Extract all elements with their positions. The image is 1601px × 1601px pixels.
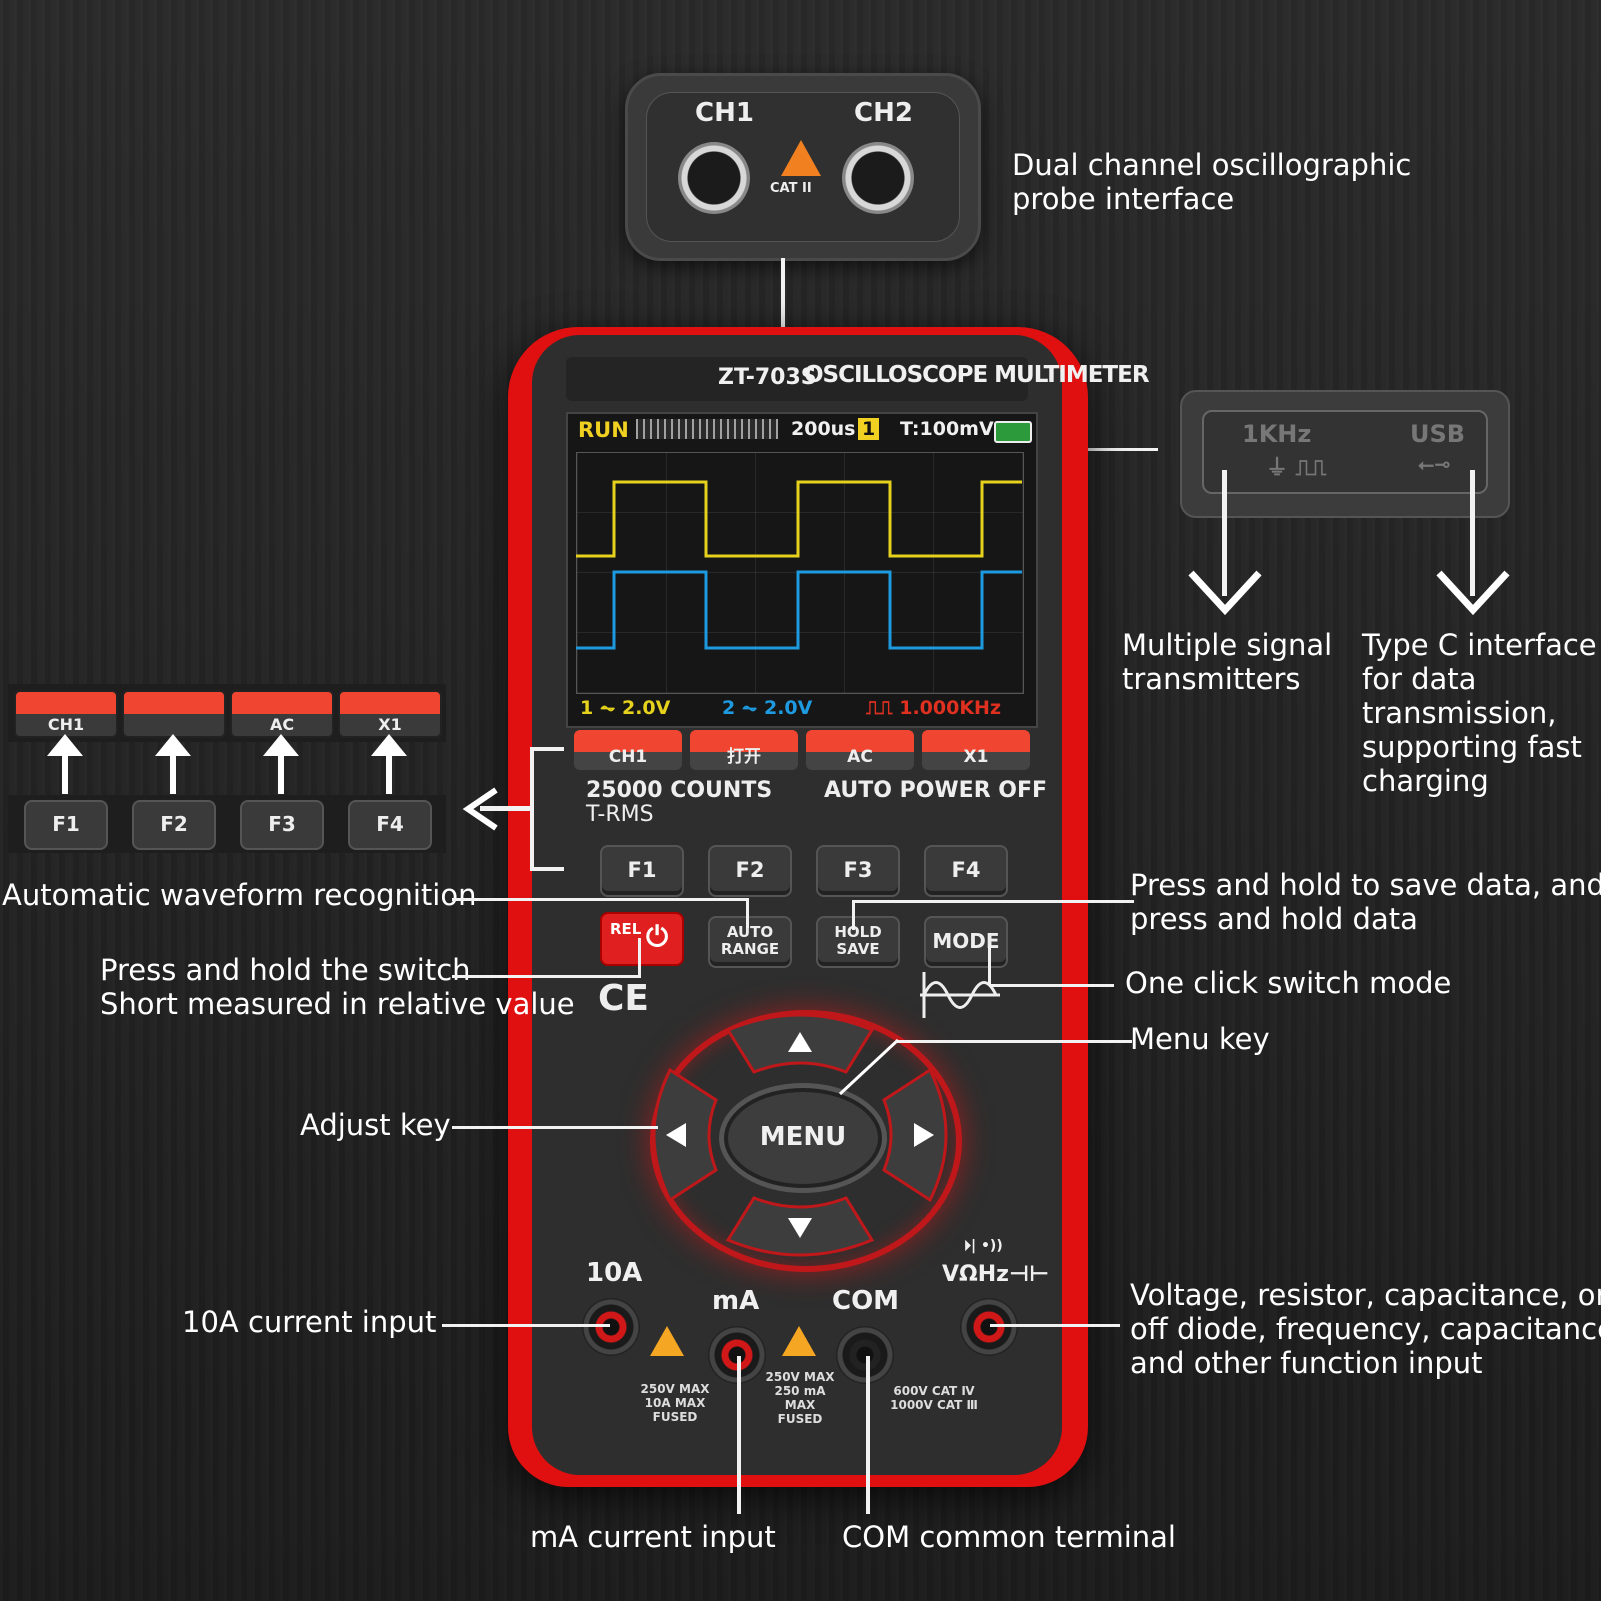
f4-button[interactable]: F4: [924, 845, 1008, 897]
usb-icon: ⭠⊸: [1418, 452, 1451, 476]
port-cover: 1KHz USB ⏚ ⎍⎍ ⭠⊸: [1180, 390, 1510, 518]
callout-com: COM common terminal: [842, 1520, 1176, 1554]
arrow-signal: [1222, 470, 1227, 596]
strip-ch1: CH1: [14, 690, 118, 738]
ce-mark: CE: [598, 978, 650, 1019]
auto-power-off-label: AUTO POWER OFF: [824, 778, 1048, 803]
waveform-traces: [576, 480, 1022, 650]
warning-icon: [650, 1326, 684, 1356]
leader-probe: [781, 258, 785, 330]
hold-save-button[interactable]: HOLD SAVE: [816, 916, 900, 968]
arrow-typec: [1470, 470, 1475, 596]
softkey-x1: X1: [922, 730, 1030, 770]
panel-f1-key: F1: [24, 800, 108, 850]
strip-f2: [122, 690, 226, 738]
trigger-level: T:100mV: [900, 418, 994, 440]
waveform-overview: [636, 419, 778, 439]
softkey-open: 打开: [690, 730, 798, 770]
ch1-label: CH1: [695, 98, 754, 128]
warning-icon: [782, 1326, 816, 1356]
ch2-label: CH2: [854, 98, 913, 128]
up-arrow-icon: [47, 734, 83, 794]
callout-10a: 10A current input: [182, 1305, 437, 1339]
warning-icon: [781, 140, 821, 176]
down-button[interactable]: [725, 1198, 875, 1258]
f1-button[interactable]: F1: [600, 845, 684, 897]
terminal-com-label: COM: [832, 1286, 900, 1316]
ch2-waveform: [576, 570, 1022, 650]
jack-com[interactable]: [836, 1326, 894, 1384]
menu-button[interactable]: MENU: [724, 1088, 882, 1188]
jack-vohm[interactable]: [960, 1298, 1018, 1356]
cat-label: CAT II: [770, 181, 812, 196]
dpad: [652, 1013, 948, 1257]
terminal-ma-label: mA: [712, 1286, 760, 1316]
probe-interface: CH1 CH2 CAT II: [625, 73, 981, 261]
power-icon: ⏻: [646, 920, 669, 953]
rel-power-button[interactable]: REL ⏻: [600, 912, 684, 966]
callout-ma: mA current input: [530, 1520, 776, 1554]
panel-f3-key: F3: [240, 800, 324, 850]
model-name: ZT-703S: [718, 365, 817, 390]
down-arrow-icon: [1188, 570, 1262, 616]
usb-port-label: USB: [1410, 420, 1466, 448]
counts-label: 25000 COUNTS: [586, 778, 773, 803]
softkey-ch1: CH1: [574, 730, 682, 770]
down-arrow-icon: [1436, 570, 1510, 616]
callout-auto-wave: Automatic waveform recognition: [2, 878, 477, 912]
ch1-scale-indicator: 1 ⏦ 2.0V: [580, 697, 671, 719]
strip-x1: X1: [338, 690, 442, 738]
softkey-ac: AC: [806, 730, 914, 770]
square-wave-icon: ⏚ ⎍⎍: [1266, 456, 1327, 481]
battery-icon: [994, 421, 1032, 443]
frequency-readout: ⎍⎍ 1.000KHz: [866, 697, 1002, 719]
panel-f4-key: F4: [348, 800, 432, 850]
terminal-vohm-label: VΩHz⊣⊢: [942, 1262, 1050, 1287]
ch1-waveform: [576, 480, 1022, 558]
mode-button[interactable]: MODE: [924, 916, 1008, 968]
callout-menu: Menu key: [1130, 1022, 1270, 1056]
callout-mode: One click switch mode: [1125, 966, 1452, 1000]
ch2-scale-indicator: 2 ⏦ 2.0V: [722, 697, 813, 719]
jack-10a[interactable]: [582, 1298, 640, 1356]
sine-wave-icon: [920, 972, 1000, 1018]
trigger-channel: 1: [858, 418, 880, 440]
left-button[interactable]: [654, 1070, 714, 1200]
diode-buzzer-icon: ⏵| •)): [964, 1238, 1003, 1254]
ch2-bnc-connector[interactable]: [842, 142, 914, 214]
timebase: 200us: [791, 418, 856, 440]
trms-label: T-RMS: [586, 802, 654, 827]
up-arrow-icon: [263, 734, 299, 794]
f2-button[interactable]: F2: [708, 845, 792, 897]
auto-range-button[interactable]: AUTO RANGE: [708, 916, 792, 968]
up-arrow-icon: [155, 734, 191, 794]
device-title: OSCILLOSCOPE MULTIMETER: [804, 362, 1150, 388]
freq-port-label: 1KHz: [1242, 420, 1312, 448]
leader-port: [1075, 448, 1158, 451]
strip-ac: AC: [230, 690, 334, 738]
display-screen: [566, 412, 1038, 728]
panel-f2-key: F2: [132, 800, 216, 850]
terminal-10a-label: 10A: [586, 1258, 643, 1288]
ch1-bnc-connector[interactable]: [678, 142, 750, 214]
up-arrow-icon: [371, 734, 407, 794]
callout-adjust: Adjust key: [300, 1108, 451, 1142]
left-arrow-icon: [462, 787, 498, 831]
f3-button[interactable]: F3: [816, 845, 900, 897]
run-status: RUN: [578, 418, 629, 442]
